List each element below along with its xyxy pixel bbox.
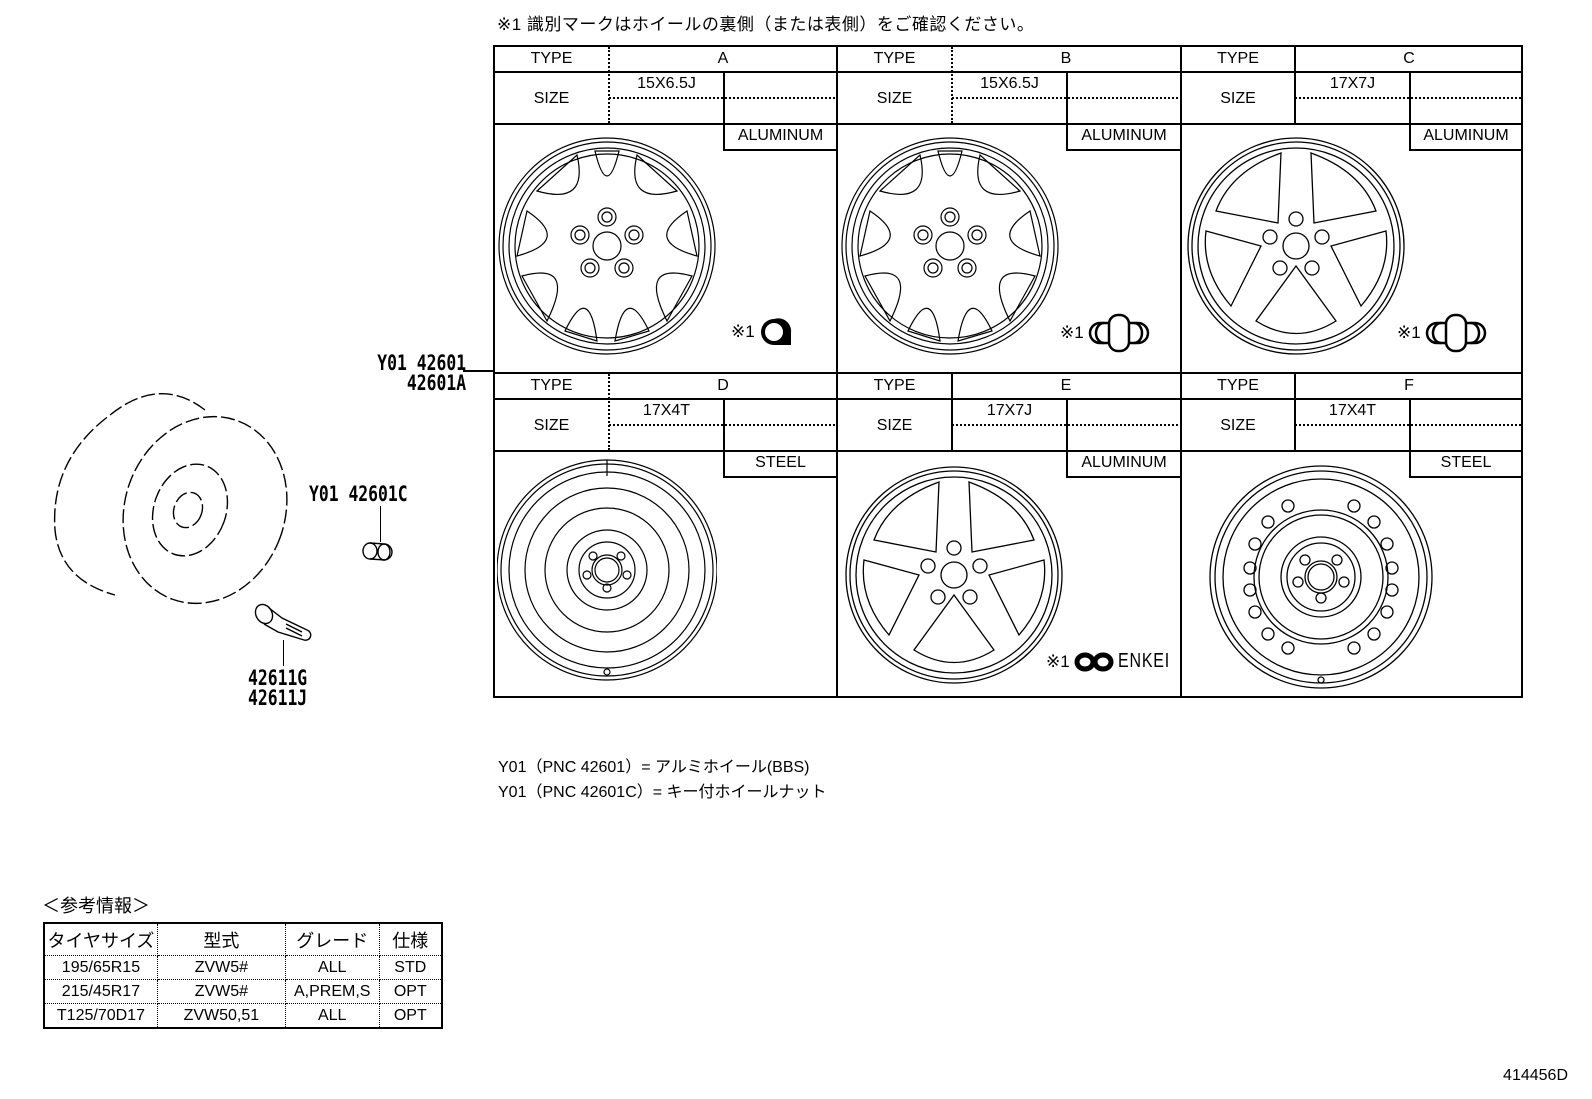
wheel-cell-a: TYPE A SIZE 15X6.5J ALUMINUM ※1 [495, 47, 836, 372]
wheel-d-drawing [497, 459, 717, 681]
size-value: 17X7J [986, 402, 1033, 419]
size-value: 17X7J [1329, 75, 1376, 92]
type-label: TYPE [530, 50, 573, 67]
type-value: E [1060, 377, 1072, 394]
bbs-cross-mark-icon [1088, 313, 1149, 353]
size-label: SIZE [533, 417, 570, 434]
lock-nut-part-number[interactable]: Y01 42601C [309, 482, 408, 506]
size-value: 17X4T [642, 402, 691, 419]
size-label: SIZE [533, 90, 570, 107]
wheel-type-table: TYPE A SIZE 15X6.5J ALUMINUM ※1 [493, 45, 1523, 698]
type-value: F [1404, 377, 1414, 394]
valve-stem-icon [254, 603, 312, 641]
part-number-42611g[interactable]: 42611G [248, 666, 308, 690]
wheel-cell-f: TYPE F SIZE 17X4T STEEL [1182, 374, 1523, 698]
type-value: C [1403, 50, 1415, 67]
type-label: TYPE [530, 377, 573, 394]
size-value: 17X4T [1328, 402, 1377, 419]
wheel-cell-c: TYPE C SIZE 17X7J ALUMINUM ※1 [1182, 47, 1523, 372]
wheel-cell-d: TYPE D SIZE 17X4T STEEL [495, 374, 836, 698]
type-label: TYPE [1217, 50, 1259, 67]
identification-mark: ※1 ENKEI [1046, 650, 1170, 672]
wheel-cell-b: TYPE B SIZE 15X6.5J ALUMINUM ※1 [838, 47, 1180, 372]
size-label: SIZE [876, 417, 913, 434]
wheel-cell-e: TYPE E SIZE 17X7J ALUMINUM ※1 [838, 374, 1180, 698]
type-value: D [717, 377, 729, 394]
size-label: SIZE [1220, 417, 1256, 434]
identification-mark: ※1 [1397, 313, 1487, 353]
wheel-a-drawing [498, 137, 716, 355]
type-label: TYPE [873, 377, 916, 394]
lock-nut-icon [362, 542, 393, 561]
wheel-c-drawing [1187, 137, 1405, 355]
type-value: A [717, 50, 729, 67]
legend-item: Y01（PNC 42601）= アルミホイール(BBS) [498, 759, 810, 776]
reference-info-title: ＜参考情報＞ [42, 896, 150, 916]
identification-mark-note: ※1 識別マークはホイールの裏側（または表側）をご確認ください。 [497, 15, 1035, 34]
valve-part-numbers: 42611G 42611J [248, 666, 308, 710]
tire-assembly-drawing [53, 392, 288, 605]
type-value: B [1060, 50, 1072, 67]
size-value: 15X6.5J [637, 75, 696, 92]
legend-item: Y01（PNC 42601C）= キー付ホイールナット [498, 784, 827, 801]
material-label: ALUMINUM [1066, 450, 1180, 478]
size-label: SIZE [876, 90, 913, 107]
type-label: TYPE [873, 50, 916, 67]
material-label: ALUMINUM [723, 123, 836, 151]
bbs-cross-mark-icon [1425, 313, 1486, 353]
enkei-logo-icon [1074, 652, 1114, 671]
identification-mark: ※1 [731, 317, 793, 347]
material-label: STEEL [1409, 450, 1521, 478]
table-header-row: タイヤサイズ 型式 グレード 仕様 [43, 922, 443, 956]
leader-line [380, 506, 381, 542]
wheel-e-drawing [845, 466, 1063, 684]
material-label: ALUMINUM [1066, 123, 1180, 151]
leader-line [283, 640, 284, 666]
part-number-42611j[interactable]: 42611J [248, 686, 308, 710]
wheel-b-drawing [841, 137, 1059, 355]
wheel-part-number-callout: Y01 42601 42601A [364, 351, 467, 395]
identification-mark: ※1 [1060, 313, 1150, 353]
size-label: SIZE [1220, 90, 1256, 107]
wheel-f-drawing [1209, 465, 1433, 689]
material-label: STEEL [723, 450, 836, 478]
pnc-legend: Y01（PNC 42601）= アルミホイール(BBS) Y01（PNC 426… [498, 755, 827, 805]
leader-line [463, 370, 493, 372]
type-label: TYPE [1217, 377, 1259, 394]
part-number-42601a[interactable]: 42601A [406, 371, 467, 395]
round-tab-mark-icon [760, 318, 791, 345]
part-number-42601[interactable]: Y01 42601 [377, 351, 467, 375]
drawing-number: 414456D [1503, 1067, 1568, 1084]
size-value: 15X6.5J [980, 75, 1039, 92]
enkei-brand-text: ENKEI [1117, 650, 1170, 672]
material-label: ALUMINUM [1409, 123, 1521, 151]
